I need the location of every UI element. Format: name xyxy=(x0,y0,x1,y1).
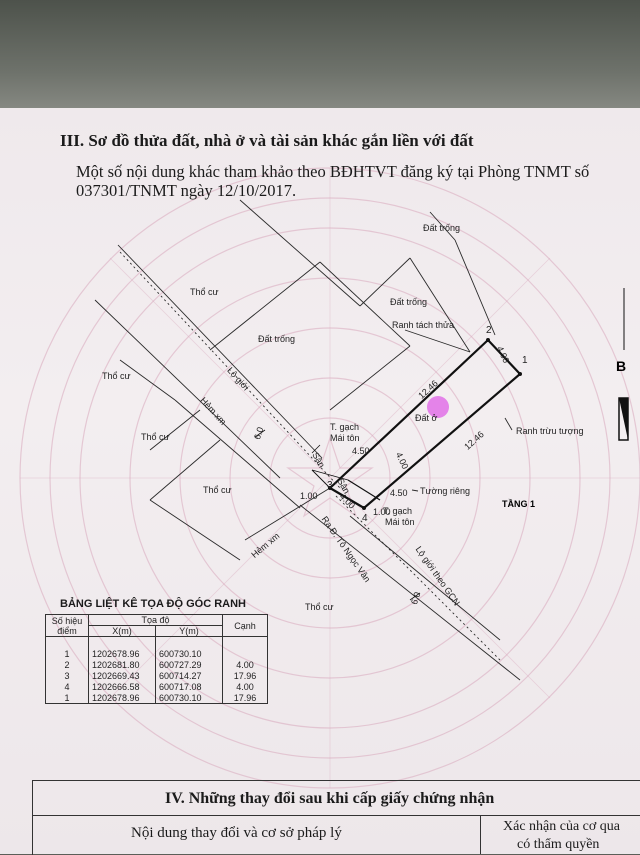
column-header-confirmation-line2: có thẩm quyền xyxy=(517,837,600,852)
coord-table-header-y: Y(m) xyxy=(155,625,223,637)
table-row: 4 1202666.58 600717.08 4.00 xyxy=(45,681,268,692)
label-tho-cu: Thổ cư xyxy=(305,602,334,612)
coord-table-header-x: X(m) xyxy=(88,625,156,637)
background-surface xyxy=(0,0,640,120)
label-t-gach: T. gạch xyxy=(330,422,360,432)
point-label-3: 3 xyxy=(327,480,333,491)
section-iv-title: IV. Những thay đổi sau khi cấp giấy chứn… xyxy=(165,790,495,807)
dim-label: 1.00 xyxy=(300,491,318,501)
boundary-line xyxy=(239,199,361,307)
reference-note-line1: Một số nội dung khác tham khảo theo BĐHT… xyxy=(76,162,590,181)
road-edge xyxy=(299,504,521,681)
setback-line-gcn xyxy=(335,495,501,661)
label-tho-cu: Thổ cư xyxy=(141,432,170,442)
label-dat-o: Đất ở xyxy=(415,413,438,423)
dim-label: 4.50 xyxy=(390,488,408,498)
column-header-changes: Nội dung thay đổi và cơ sở pháp lý xyxy=(131,825,342,841)
label-tho-cu: Thổ cư xyxy=(203,485,232,495)
point-label-4: 4 xyxy=(362,513,368,524)
coord-table-header-coord: Tọa độ xyxy=(88,614,223,626)
corner-point-2 xyxy=(486,338,490,342)
reference-note-line2: 037301/TNMT ngày 12/10/2017. xyxy=(76,181,297,200)
dim-label: 1.00 xyxy=(373,507,391,517)
label-tuong-rieng: Tường riêng xyxy=(420,486,470,496)
label-ranh-truu-tuong: Ranh trừu tượng xyxy=(516,426,584,436)
column-header-confirmation: Xác nhận của cơ qua xyxy=(503,819,621,834)
coord-table-title: BẢNG LIỆT KÊ TỌA ĐỘ GÓC RANH xyxy=(60,598,246,610)
label-t-gach: T. gạch xyxy=(383,506,413,516)
label-tang-1: TẦNG 1 xyxy=(502,499,536,509)
north-label: B xyxy=(616,358,627,374)
label-dat-trong: Đất trống xyxy=(423,223,461,233)
table-row: 3 1202669.43 600714.27 17.96 xyxy=(45,670,268,681)
north-arrow-icon xyxy=(618,288,629,441)
divider xyxy=(480,815,481,854)
label-tho-cu: Thổ cư xyxy=(190,287,219,297)
section-iii-title: III. Sơ đồ thửa đất, nhà ở và tài sản kh… xyxy=(60,131,474,150)
corner-point-1 xyxy=(518,372,522,376)
label-dat-trong: Đất trống xyxy=(390,297,428,307)
section-iv-box xyxy=(32,780,640,855)
point-label-2: 2 xyxy=(486,325,492,336)
table-row: 1 1202678.96 600730.10 17.96 xyxy=(45,692,268,704)
point-label-1: 1 xyxy=(522,355,528,366)
highlight-mark xyxy=(427,396,449,418)
table-row: 1 1202678.96 600730.10 xyxy=(45,648,268,659)
divider xyxy=(32,815,640,816)
label-mai-ton: Mái tôn xyxy=(385,517,415,527)
boundary-line xyxy=(117,244,323,459)
label-dat-trong: Đất trống xyxy=(258,334,296,344)
setback-line xyxy=(119,251,341,489)
label-tho-cu: Thổ cư xyxy=(102,371,131,381)
label-mai-ton: Mái tôn xyxy=(330,433,360,443)
dim-label: 4.50 xyxy=(352,446,370,456)
table-row: 2 1202681.80 600727.29 4.00 xyxy=(45,659,268,670)
label-ranh-tach-thua: Ranh tách thửa xyxy=(392,320,455,330)
watermark-drum-pattern xyxy=(19,167,640,789)
corner-point-3 xyxy=(328,486,332,490)
boundary-line xyxy=(119,359,176,401)
corner-point-4 xyxy=(362,506,366,510)
coord-table-header-edge: Cạnh xyxy=(222,614,268,637)
boundary-line xyxy=(94,299,281,479)
document-page xyxy=(0,108,640,854)
